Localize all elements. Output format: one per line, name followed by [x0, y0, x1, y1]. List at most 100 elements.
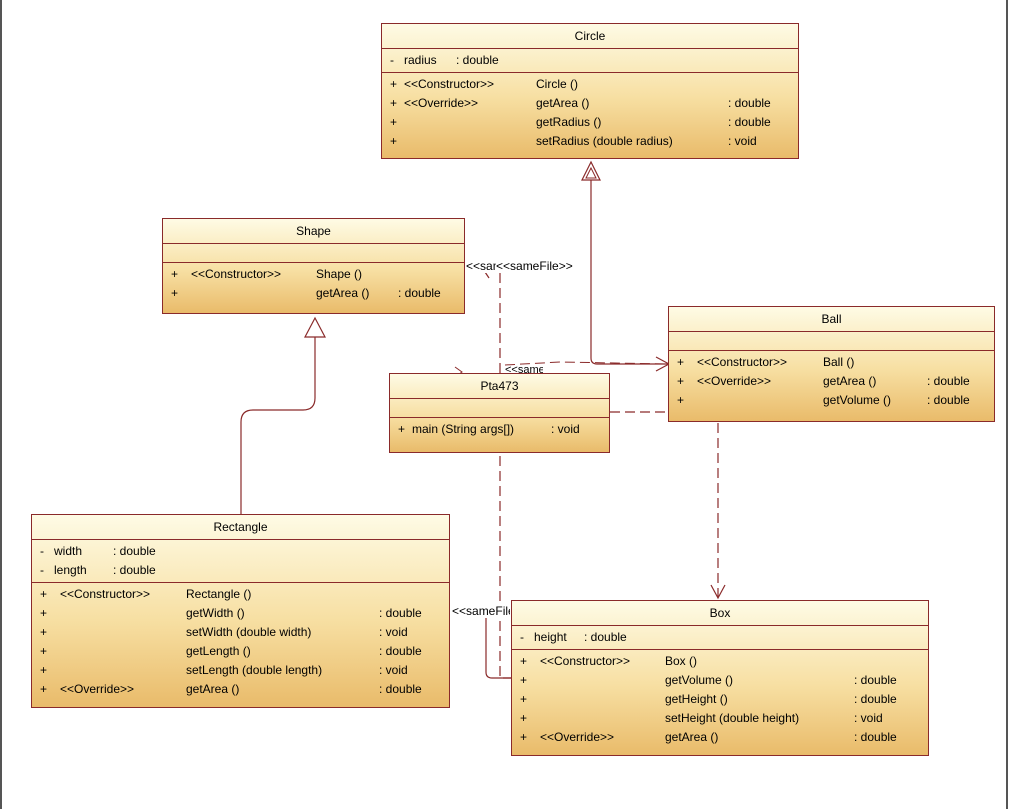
return-type: : double [927, 374, 970, 388]
operations-section: + main (String args[]) : void [390, 418, 609, 441]
operation-row[interactable]: + <<Override>> getArea () : double [32, 680, 449, 699]
operation-name: setLength (double length) [186, 663, 323, 677]
stereotype: <<Override>> [60, 682, 135, 696]
class-title: Circle [382, 24, 798, 49]
operation-row[interactable]: + getRadius () : double [382, 113, 798, 132]
operation-row[interactable]: + setWidth (double width) : void [32, 623, 449, 642]
edge-pta473-shape-samefile[interactable] [470, 270, 501, 373]
edge-rectangle-box[interactable] [485, 616, 511, 679]
stereotype: <<Constructor>> [191, 267, 282, 281]
operation-name: getArea () [665, 730, 719, 744]
return-type: : double [854, 730, 897, 744]
class-box[interactable]: Box - height : double + <<Constructor>> … [511, 600, 929, 756]
operation-row[interactable]: + <<Constructor>> Ball () [669, 353, 994, 372]
operation-row[interactable]: + <<Constructor>> Rectangle () [32, 585, 449, 604]
operation-row[interactable]: + <<Constructor>> Circle () [382, 75, 798, 94]
operation-row[interactable]: + <<Constructor>> Box () [512, 652, 928, 671]
visibility: + [390, 134, 398, 148]
canvas-right-border [1006, 0, 1008, 809]
visibility: + [520, 673, 528, 687]
return-type: : double [728, 115, 771, 129]
visibility: - [390, 53, 394, 67]
return-type: : double [398, 286, 441, 300]
edge-pta473-circle-samefile[interactable] [504, 361, 669, 366]
class-ball[interactable]: Ball + <<Constructor>> Ball () + <<Overr… [668, 306, 995, 422]
stereotype: <<Override>> [697, 374, 772, 388]
operations-section: + <<Constructor>> Box () + getVolume () … [512, 650, 928, 749]
class-rectangle[interactable]: Rectangle - width : double - length : do… [31, 514, 450, 708]
stereotype: <<Constructor>> [404, 77, 495, 91]
visibility: + [40, 587, 48, 601]
attribute-row[interactable]: - height : double [512, 628, 928, 647]
generalization-arrow-circle-inner [585, 166, 597, 179]
operation-name: getVolume () [823, 393, 892, 407]
return-type: : double [379, 682, 422, 696]
operation-row[interactable]: + main (String args[]) : void [390, 420, 609, 439]
operations-section: + <<Constructor>> Shape () + getArea () … [163, 263, 464, 305]
visibility: + [520, 711, 528, 725]
attribute-name: length [54, 563, 87, 577]
attribute-name: height [534, 630, 567, 644]
operation-row[interactable]: + getHeight () : double [512, 690, 928, 709]
samefile-label-1: <<sameFile>> [466, 259, 496, 273]
operation-name: Shape () [316, 267, 363, 281]
class-pta473[interactable]: Pta473 + main (String args[]) : void [389, 373, 610, 453]
operations-section: + <<Constructor>> Circle () + <<Override… [382, 73, 798, 153]
visibility: + [40, 682, 48, 696]
operation-name: Box () [665, 654, 698, 668]
stereotype: <<Override>> [540, 730, 615, 744]
class-title: Shape [163, 219, 464, 244]
samefile-label-2: <<sameFile>> [496, 259, 573, 273]
operation-row[interactable]: + <<Override>> getArea () : double [382, 94, 798, 113]
operation-row[interactable]: + getWidth () : double [32, 604, 449, 623]
return-type: : double [854, 692, 897, 706]
attribute-row[interactable]: - radius : double [382, 51, 798, 70]
attributes-section: - width : double - length : double [32, 540, 449, 583]
visibility: + [520, 654, 528, 668]
operation-row[interactable]: + setRadius (double radius) : void [382, 132, 798, 151]
operation-row[interactable]: + getVolume () : double [512, 671, 928, 690]
operation-name: getArea () [316, 286, 370, 300]
class-circle[interactable]: Circle - radius : double + <<Constructor… [381, 23, 799, 159]
visibility: + [520, 692, 528, 706]
return-type: : void [854, 711, 883, 725]
operation-name: getArea () [536, 96, 590, 110]
edge-ball-extends-circle[interactable] [590, 165, 668, 365]
operation-name: getRadius () [536, 115, 602, 129]
visibility: - [40, 563, 44, 577]
operation-row[interactable]: + <<Override>> getArea () : double [512, 728, 928, 747]
stereotype: <<Override>> [404, 96, 479, 110]
edge-rectangle-extends-shape[interactable] [240, 330, 316, 514]
visibility: + [520, 730, 528, 744]
return-type: : void [379, 625, 408, 639]
visibility: - [40, 544, 44, 558]
operation-name: Ball () [823, 355, 855, 369]
edge-pta473-box-samefile[interactable] [499, 456, 511, 679]
visibility: + [390, 77, 398, 91]
attribute-type: : double [456, 53, 499, 67]
operation-name: getHeight () [665, 692, 728, 706]
operation-row[interactable]: + setLength (double length) : void [32, 661, 449, 680]
operation-row[interactable]: + getArea () : double [163, 284, 464, 303]
operation-row[interactable]: + getLength () : double [32, 642, 449, 661]
return-type: : void [379, 663, 408, 677]
return-type: : double [379, 644, 422, 658]
visibility: + [171, 267, 179, 281]
visibility: + [171, 286, 179, 300]
operation-name: setRadius (double radius) [536, 134, 673, 148]
class-shape[interactable]: Shape + <<Constructor>> Shape () + getAr… [162, 218, 465, 314]
operation-row[interactable]: + <<Override>> getArea () : double [669, 372, 994, 391]
attribute-row[interactable]: - width : double [32, 542, 449, 561]
operation-row[interactable]: + getVolume () : double [669, 391, 994, 410]
operation-name: getVolume () [665, 673, 734, 687]
operation-row[interactable]: + setHeight (double height) : void [512, 709, 928, 728]
stereotype: <<Constructor>> [697, 355, 788, 369]
visibility: + [677, 355, 685, 369]
class-title: Pta473 [390, 374, 609, 399]
stereotype: <<Constructor>> [60, 587, 151, 601]
attribute-row[interactable]: - length : double [32, 561, 449, 580]
class-title: Rectangle [32, 515, 449, 540]
attributes-section [390, 399, 609, 418]
samefile-label-3: <<sameFile>> [505, 366, 543, 374]
operation-row[interactable]: + <<Constructor>> Shape () [163, 265, 464, 284]
